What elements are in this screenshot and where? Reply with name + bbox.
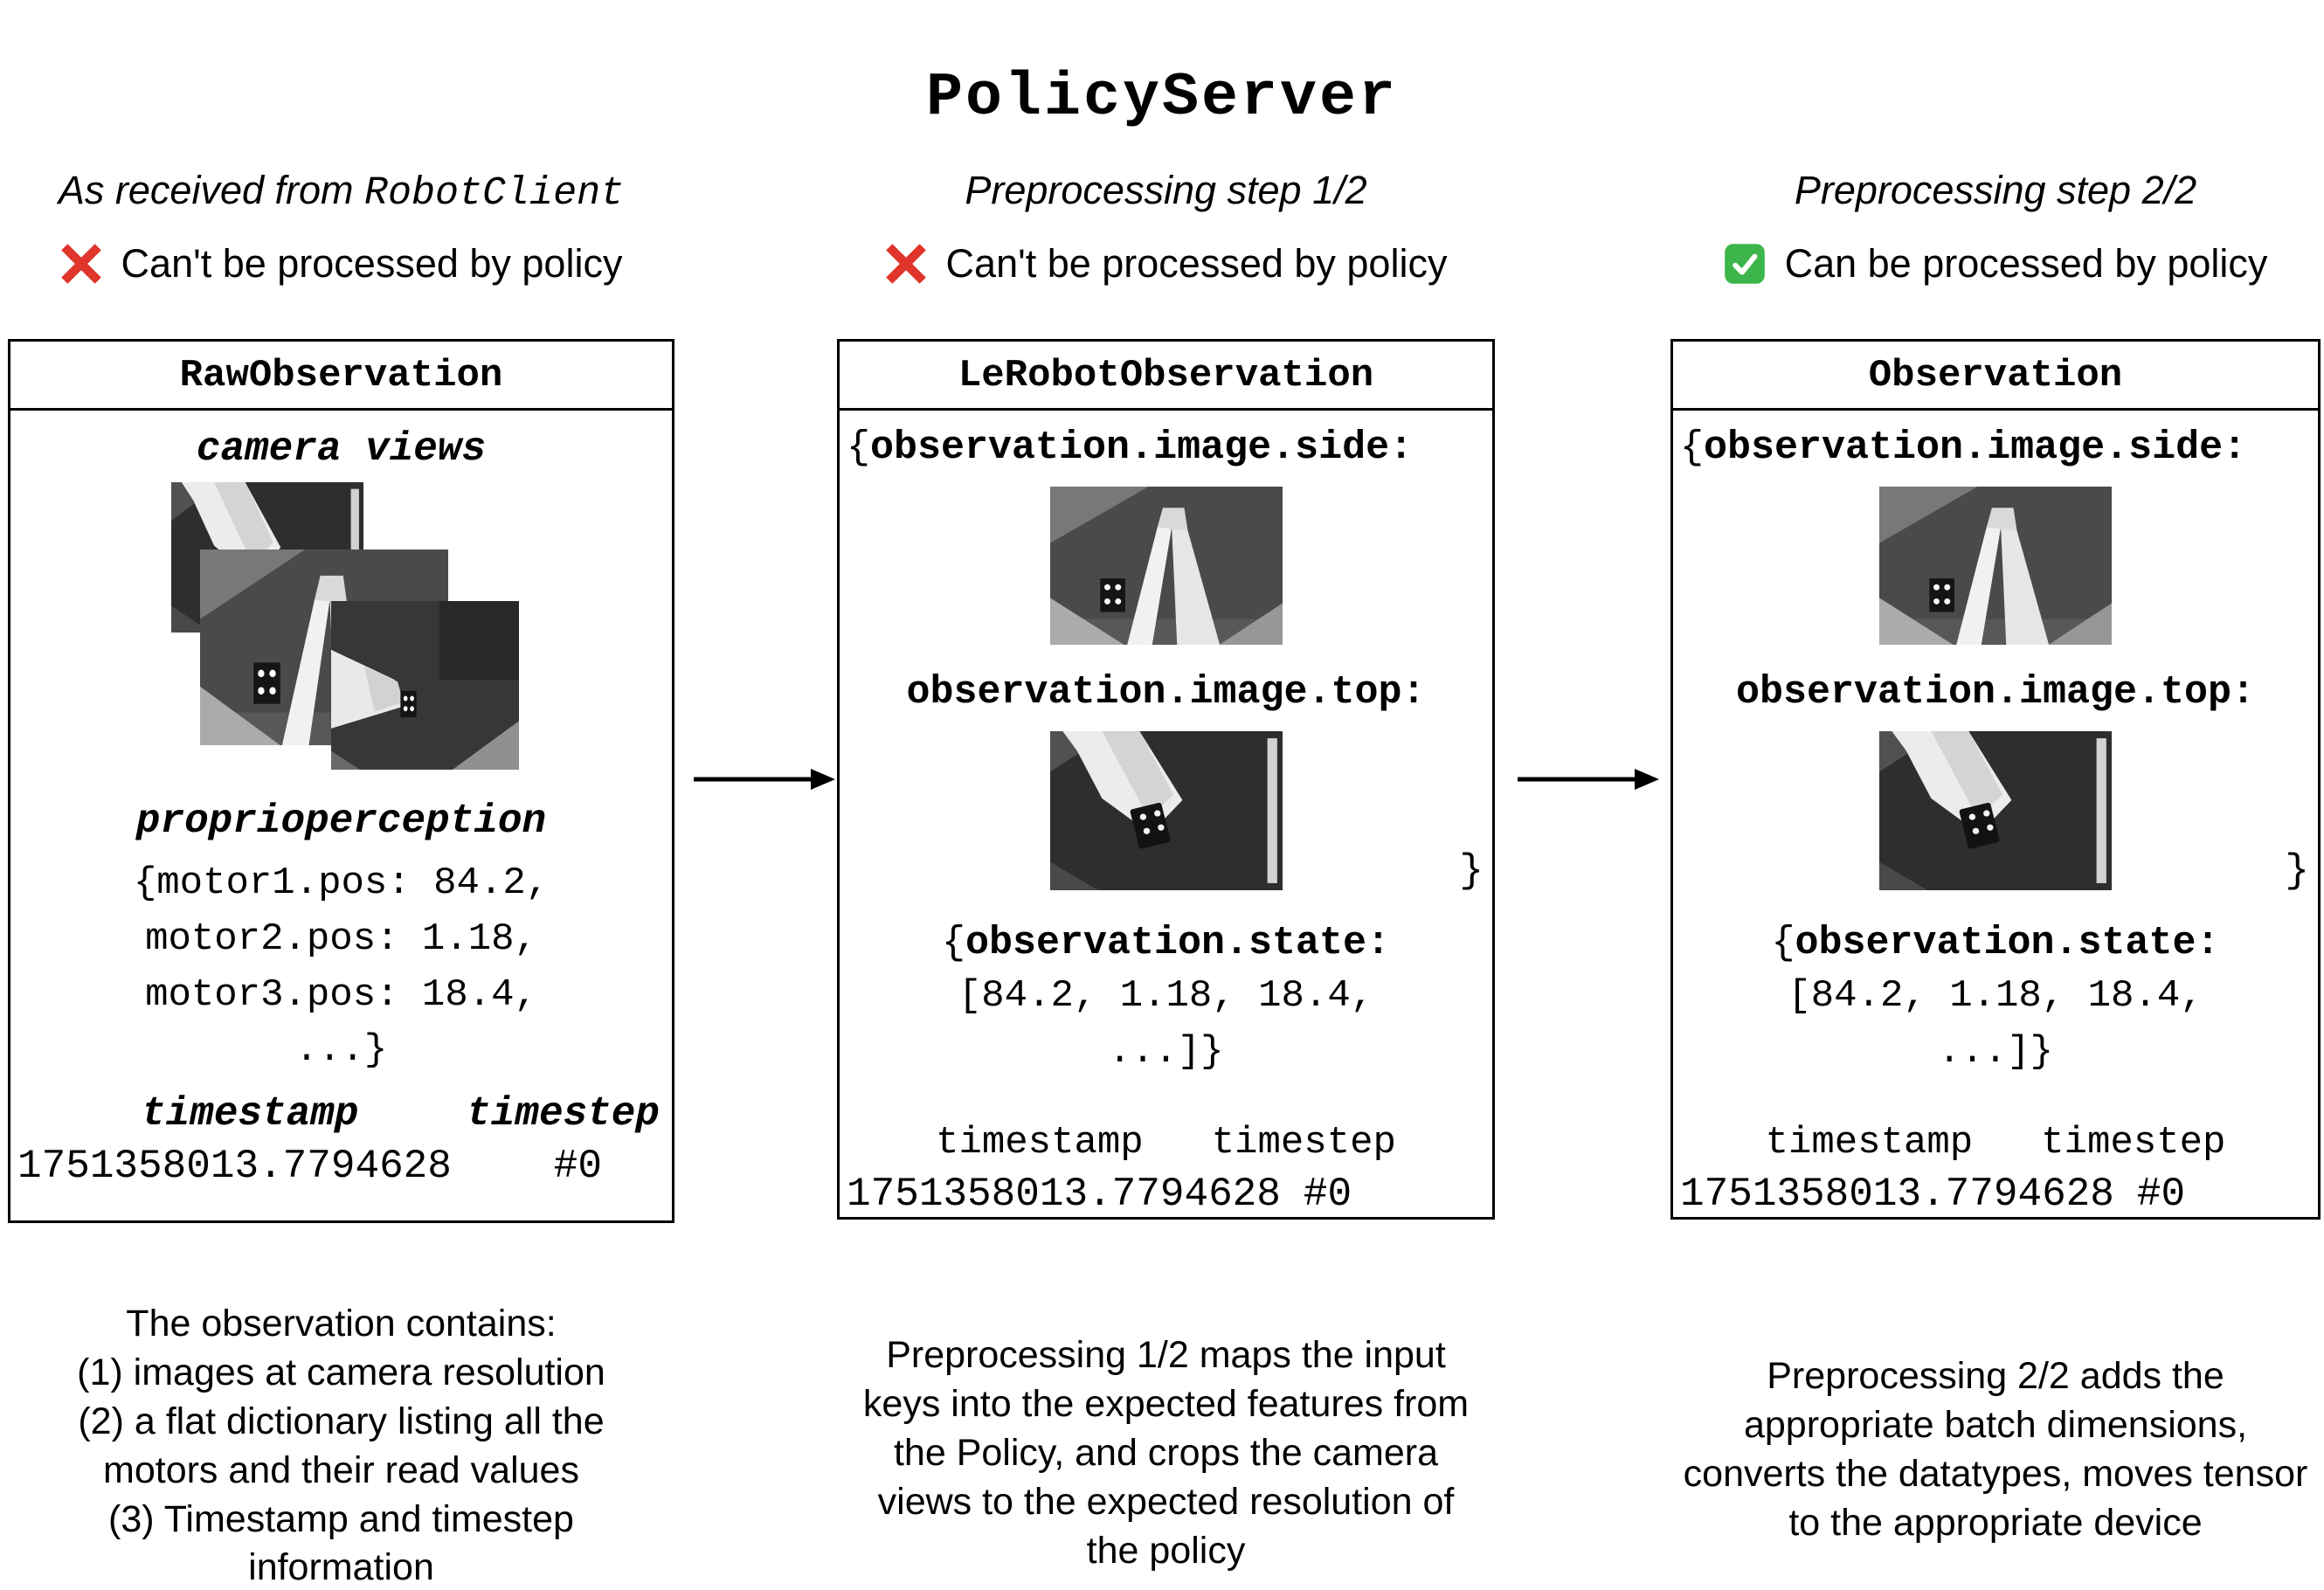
- timestep-label: timestep: [1211, 1121, 1396, 1165]
- caption-preproc1: Preprocessing 1/2 maps the input keys in…: [862, 1334, 1470, 1572]
- arrow-right-icon: [1518, 769, 1659, 790]
- timestamp-label: timestamp: [142, 1091, 359, 1137]
- camera-views-collage: [163, 482, 521, 772]
- raw-observation-box: RawObservation camera views proprioperce…: [8, 339, 674, 1223]
- green-check-icon: [1724, 243, 1766, 285]
- status-raw: Can't be processed by policy: [8, 241, 674, 287]
- motor-line-4: ...}: [294, 1028, 388, 1073]
- status-preproc2-label: Can be processed by policy: [1784, 241, 2268, 286]
- timestamp-timestep-values: 1751358013.7794628 #0: [10, 1144, 672, 1189]
- arrow-right-icon: [694, 769, 835, 790]
- lerobot-observation-box: LeRobotObservation {observation.image.si…: [837, 339, 1495, 1220]
- dict-close-brace: }: [2285, 847, 2309, 894]
- status-preproc2: Can be processed by policy: [1670, 241, 2321, 287]
- status-raw-label: Can't be processed by policy: [121, 241, 623, 286]
- state-line-2: ...]}: [1937, 1030, 2054, 1075]
- camera-image-top: [1879, 731, 2112, 890]
- camera-image-top: [1050, 731, 1283, 890]
- page-title: PolicyServer: [925, 63, 1399, 133]
- state-line-1: [84.2, 1.18, 18.4,: [1788, 974, 2203, 1019]
- caption-raw: The observation contains: (1) images at …: [77, 1303, 605, 1589]
- red-x-icon: [885, 243, 927, 285]
- camera-image-side: [1050, 487, 1283, 646]
- column-raw-header: As received from RobotClient: [8, 168, 674, 216]
- proprioperception-label: proprioperception: [135, 798, 547, 844]
- timestamp-label: timestamp: [1765, 1121, 1974, 1165]
- camera-image-top-row: }: [1673, 731, 2318, 894]
- lerobot-observation-box-title: LeRobotObservation: [840, 342, 1492, 411]
- state-line-1: [84.2, 1.18, 18.4,: [958, 974, 1374, 1019]
- motor-line-2: motor2.pos: 1.18,: [145, 916, 537, 961]
- timestep-value: #0: [2136, 1172, 2186, 1217]
- timestamp-value: 1751358013.7794628: [1680, 1172, 2114, 1217]
- dict-close-brace: }: [1459, 847, 1484, 894]
- timestamp-timestep-values: 1751358013.7794628 #0: [1673, 1172, 2318, 1217]
- robot-client-code: RobotClient: [364, 171, 625, 216]
- column-lerobot-observation: Preprocessing step 1/2 Can't be processe…: [837, 0, 1495, 1590]
- open-brace: {: [941, 920, 965, 965]
- timestep-label: timestep: [467, 1091, 660, 1137]
- column-observation: Preprocessing step 2/2 Can be processed …: [1670, 0, 2321, 1590]
- timestamp-value: 1751358013.7794628: [847, 1172, 1281, 1217]
- timestamp-timestep-labels: timestamp timestep: [10, 1091, 672, 1137]
- state-key: {observation.state:: [1771, 920, 2220, 965]
- observation-box-title: Observation: [1673, 342, 2318, 411]
- timestamp-timestep-values: 1751358013.7794628 #0: [840, 1172, 1492, 1217]
- open-brace: {: [1680, 425, 1705, 470]
- status-preproc1: Can't be processed by policy: [837, 241, 1495, 287]
- timestep-label: timestep: [2041, 1121, 2226, 1165]
- open-brace: {: [847, 425, 871, 470]
- header-preproc2-text: Preprocessing step 2/2: [1794, 168, 2197, 212]
- camera-collage-image-3: [331, 601, 519, 770]
- header-preproc1-text: Preprocessing step 1/2: [965, 168, 1367, 212]
- header-raw-text: As received from: [58, 168, 365, 212]
- state-key: {observation.state:: [941, 920, 1391, 965]
- motor-line-3: motor3.pos: 18.4,: [145, 972, 537, 1017]
- timestamp-timestep-labels: timestamp timestep: [1673, 1121, 2318, 1165]
- image-top-key: observation.image.top:: [906, 670, 1426, 716]
- raw-observation-box-title: RawObservation: [10, 342, 672, 411]
- camera-views-label: camera views: [196, 426, 487, 472]
- column-raw-observation: As received from RobotClient Can't be pr…: [8, 0, 674, 1590]
- image-side-key: {observation.image.side:: [847, 425, 1414, 470]
- caption-preproc2: Preprocessing 2/2 adds the appropriate b…: [1683, 1355, 2308, 1544]
- timestamp-label: timestamp: [936, 1121, 1144, 1165]
- timestamp-value: 1751358013.7794628: [17, 1144, 452, 1190]
- timestep-value: #0: [1303, 1172, 1352, 1217]
- status-preproc1-label: Can't be processed by policy: [945, 241, 1448, 286]
- column-preproc1-header: Preprocessing step 1/2: [837, 168, 1495, 213]
- timestamp-timestep-labels: timestamp timestep: [840, 1121, 1492, 1165]
- state-line-2: ...]}: [1108, 1030, 1224, 1075]
- column-preproc2-header: Preprocessing step 2/2: [1670, 168, 2321, 213]
- observation-box: Observation {observation.image.side: obs…: [1670, 339, 2321, 1220]
- red-x-icon: [60, 243, 102, 285]
- image-top-key: observation.image.top:: [1735, 670, 2256, 716]
- timestep-value: #0: [553, 1144, 602, 1190]
- image-side-key: {observation.image.side:: [1680, 425, 2247, 470]
- camera-image-top-row: }: [840, 731, 1492, 894]
- open-brace: {: [1771, 920, 1795, 965]
- camera-image-side: [1879, 487, 2112, 646]
- motor-line-1: {motor1.pos: 84.2,: [133, 861, 550, 905]
